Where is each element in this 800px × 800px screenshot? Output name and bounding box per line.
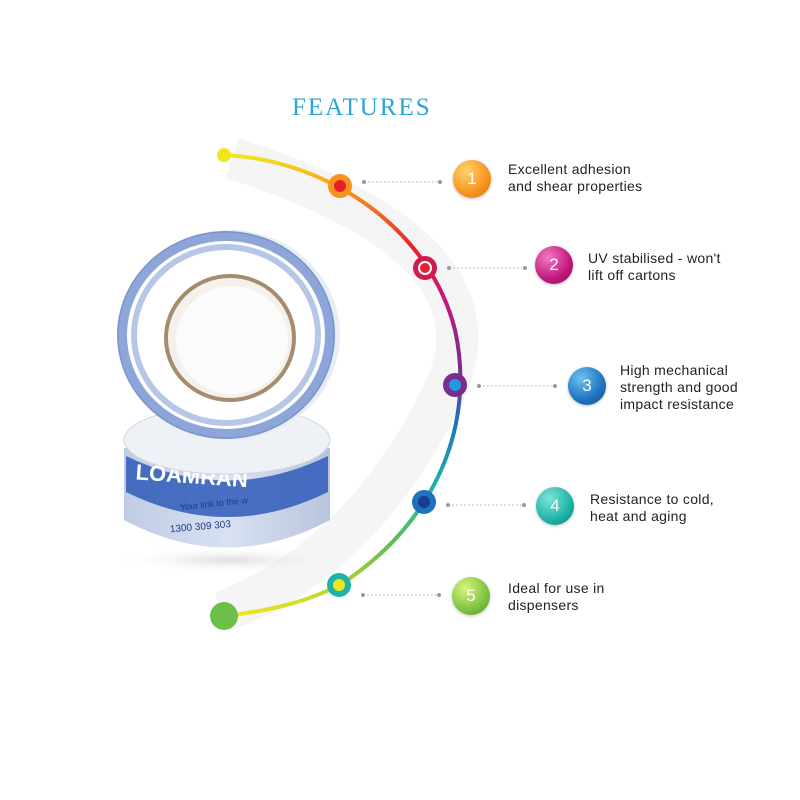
arc-node-2 xyxy=(413,256,437,280)
feature-badge-2: 2 xyxy=(535,246,573,284)
feature-5-line-1: Ideal for use in xyxy=(508,580,605,596)
arc-start-dot xyxy=(217,148,231,162)
arc-node-5 xyxy=(327,573,351,597)
connector-lines xyxy=(363,181,555,596)
arc-node-4 xyxy=(412,490,436,514)
feature-2-line-1: UV stabilised - won't xyxy=(588,250,721,266)
feature-text-5: Ideal for use in dispensers xyxy=(508,580,728,614)
feature-text-4: Resistance to cold, heat and aging xyxy=(590,491,800,525)
tape-phone-print: 1300 309 303 xyxy=(169,519,231,535)
feature-3-line-2: strength and good xyxy=(620,379,738,395)
feature-text-3: High mechanical strength and good impact… xyxy=(620,362,795,413)
arc-node-3 xyxy=(443,373,467,397)
feature-2-line-2: lift off cartons xyxy=(588,267,676,283)
arc-end-dot xyxy=(210,602,238,630)
page-title: FEATURES xyxy=(292,94,432,121)
feature-1-line-2: and shear properties xyxy=(508,178,643,194)
feature-badge-5: 5 xyxy=(452,577,490,615)
feature-text-2: UV stabilised - won't lift off cartons xyxy=(588,250,800,284)
arc-node-1 xyxy=(328,174,352,198)
connector-endpoints xyxy=(361,180,557,597)
feature-badge-3: 3 xyxy=(568,367,606,405)
feature-5-line-2: dispensers xyxy=(508,597,579,613)
feature-text-1: Excellent adhesion and shear properties xyxy=(508,161,728,195)
feature-4-line-1: Resistance to cold, xyxy=(590,491,714,507)
feature-3-line-3: impact resistance xyxy=(620,396,735,412)
feature-1-line-1: Excellent adhesion xyxy=(508,161,631,177)
feature-arc xyxy=(222,153,463,618)
feature-badge-1: 1 xyxy=(453,160,491,198)
feature-3-line-1: High mechanical xyxy=(620,362,728,378)
feature-badge-4: 4 xyxy=(536,487,574,525)
tape-roll-image: LOAMRAN Your link to the w 1300 309 303 xyxy=(110,230,350,574)
feature-4-line-2: heat and aging xyxy=(590,508,687,524)
